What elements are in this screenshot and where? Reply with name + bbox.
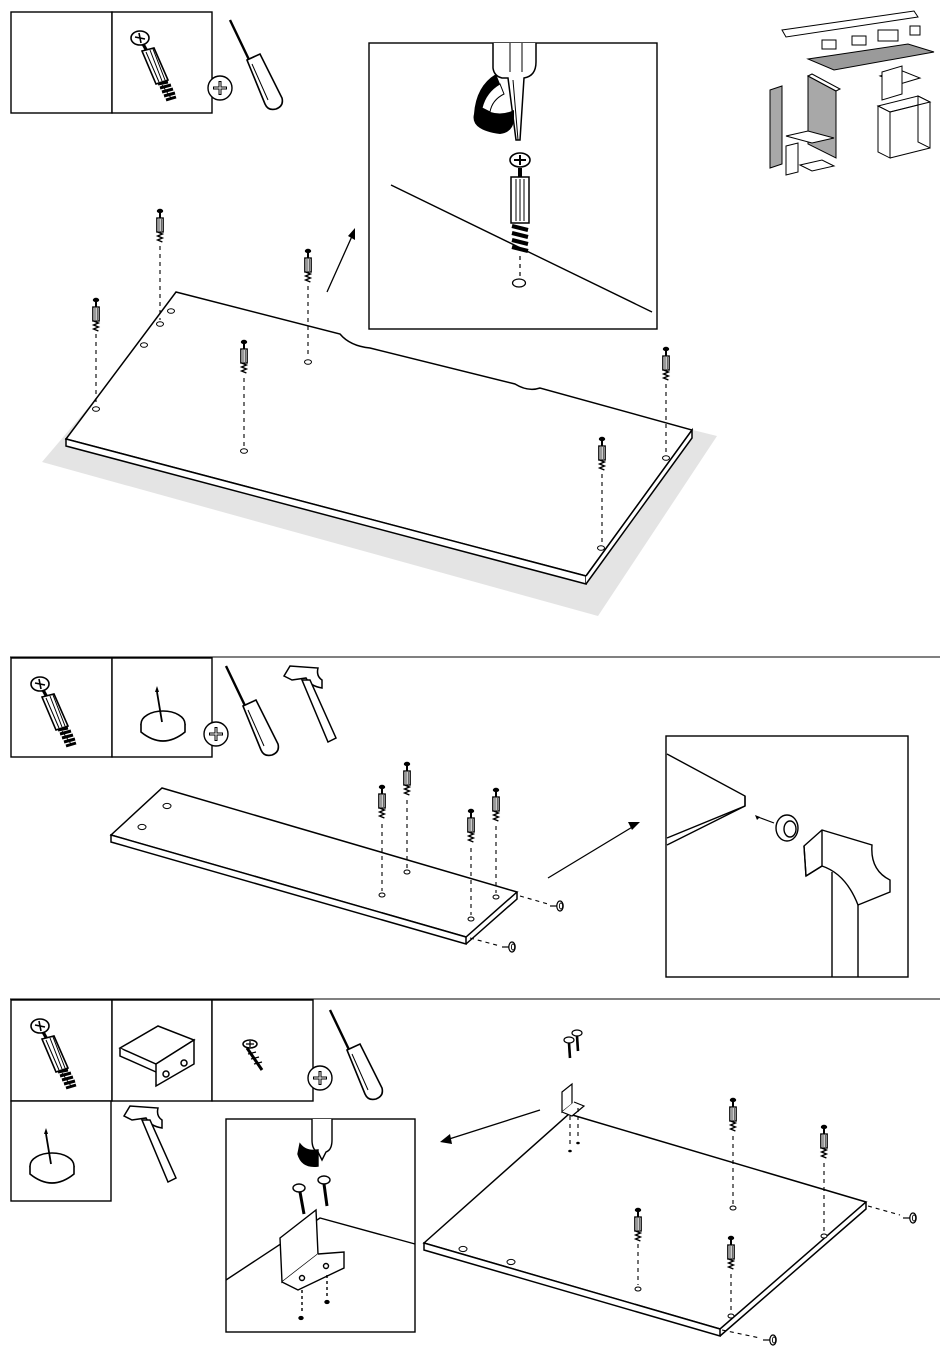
pointer-arrow — [327, 234, 353, 292]
parts-box-glide — [11, 1101, 111, 1201]
bracket-on-panel — [562, 1084, 584, 1116]
phillips-screwdriver-icon — [204, 666, 278, 755]
cam-bolt — [493, 788, 499, 821]
parts-box-screw — [212, 1000, 313, 1101]
narrow-panel — [111, 788, 517, 944]
parts-box-cam-bolt — [11, 1000, 112, 1101]
screws-step-3 — [564, 1030, 582, 1058]
cam-bolt — [730, 1098, 736, 1131]
parts-box-empty — [11, 12, 112, 113]
pointer-arrow — [446, 1110, 540, 1140]
side-panel — [424, 1114, 866, 1336]
phillips-screwdriver-icon — [208, 20, 282, 109]
glide — [550, 901, 563, 911]
cam-bolt — [663, 347, 669, 380]
cam-bolt — [305, 249, 311, 282]
cam-bolt — [404, 762, 410, 795]
desk-overview-icon — [770, 11, 934, 175]
parts-box-cam-bolt — [11, 658, 112, 757]
cam-bolt — [379, 785, 385, 818]
glide — [502, 942, 515, 952]
cam-bolt — [157, 209, 163, 242]
cam-bolt — [93, 298, 99, 331]
pointer-arrow — [548, 826, 634, 878]
cam-bolt — [821, 1125, 827, 1158]
phillips-screwdriver-icon — [308, 1010, 382, 1099]
parts-box-cam-bolt — [112, 12, 212, 113]
step-1 — [11, 11, 934, 616]
parts-box-glide — [112, 658, 212, 757]
cam-bolt — [468, 809, 474, 842]
step-3 — [11, 1000, 916, 1345]
glide — [903, 1213, 916, 1223]
step-2 — [11, 658, 908, 977]
hammer-icon — [284, 666, 336, 742]
glide — [763, 1335, 776, 1345]
hammer-icon — [124, 1106, 176, 1182]
